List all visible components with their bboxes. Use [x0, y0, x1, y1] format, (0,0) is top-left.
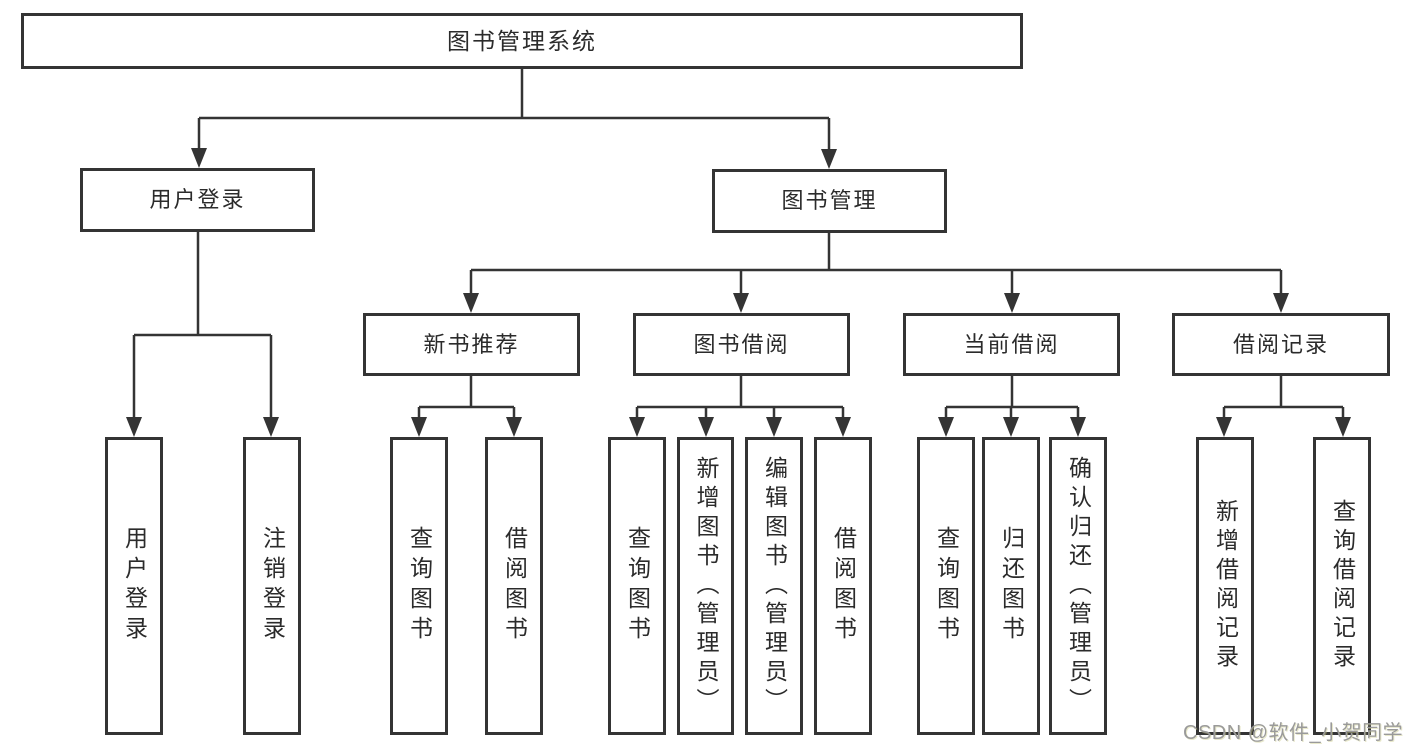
leaf-query-books-borrow: 查询图书	[608, 437, 666, 735]
leaf-label: 查询图书	[406, 526, 433, 646]
leaf-borrow-books-recommend: 借阅图书	[485, 437, 543, 735]
leaf-label: 编辑图书（管理员）	[761, 455, 788, 717]
node-current-borrow: 当前借阅	[903, 313, 1120, 376]
node-current-borrow-label: 当前借阅	[963, 331, 1060, 357]
node-root-label: 图书管理系统	[447, 27, 597, 54]
leaf-logout-login: 注销登录	[243, 437, 301, 735]
leaf-label: 用户登录	[121, 526, 148, 646]
leaf-user-login: 用户登录	[105, 437, 163, 735]
leaf-borrow-books-2: 借阅图书	[814, 437, 872, 735]
leaf-add-book-admin: 新增图书（管理员）	[677, 437, 734, 735]
leaf-return-book: 归还图书	[982, 437, 1040, 735]
node-new-book-recommend: 新书推荐	[363, 313, 580, 376]
leaf-label: 借阅图书	[830, 526, 857, 646]
leaf-label: 借阅图书	[501, 526, 528, 646]
leaf-query-books-recommend: 查询图书	[390, 437, 448, 735]
node-book-borrow-label: 图书借阅	[693, 331, 790, 357]
node-borrow-records-label: 借阅记录	[1232, 331, 1329, 357]
node-borrow-records: 借阅记录	[1172, 313, 1390, 376]
node-book-management-label: 图书管理	[781, 188, 878, 213]
leaf-add-borrow-record: 新增借阅记录	[1196, 437, 1254, 735]
connector-path	[132, 67, 1345, 419]
leaf-query-borrow-record: 查询借阅记录	[1313, 437, 1371, 735]
leaf-label: 新增图书（管理员）	[693, 455, 719, 717]
node-new-book-recommend-label: 新书推荐	[423, 331, 520, 357]
leaf-query-books-current: 查询图书	[917, 437, 975, 735]
node-book-management: 图书管理	[712, 169, 947, 233]
node-root: 图书管理系统	[21, 13, 1023, 69]
watermark-text: CSDN @软件_小贺同学	[1183, 722, 1404, 744]
node-user-login-label: 用户登录	[149, 187, 246, 212]
leaf-label: 注销登录	[259, 526, 286, 646]
leaf-label: 查询借阅记录	[1329, 499, 1356, 673]
leaf-confirm-return-admin: 确认归还（管理员）	[1049, 437, 1107, 735]
node-book-borrow: 图书借阅	[633, 313, 850, 376]
leaf-label: 查询图书	[624, 526, 651, 646]
leaf-label: 归还图书	[998, 526, 1025, 646]
leaf-label: 查询图书	[933, 526, 960, 646]
leaf-edit-book-admin: 编辑图书（管理员）	[745, 437, 803, 735]
node-user-login: 用户登录	[80, 168, 315, 232]
leaf-label: 新增借阅记录	[1212, 499, 1239, 673]
leaf-label: 确认归还（管理员）	[1065, 455, 1092, 717]
